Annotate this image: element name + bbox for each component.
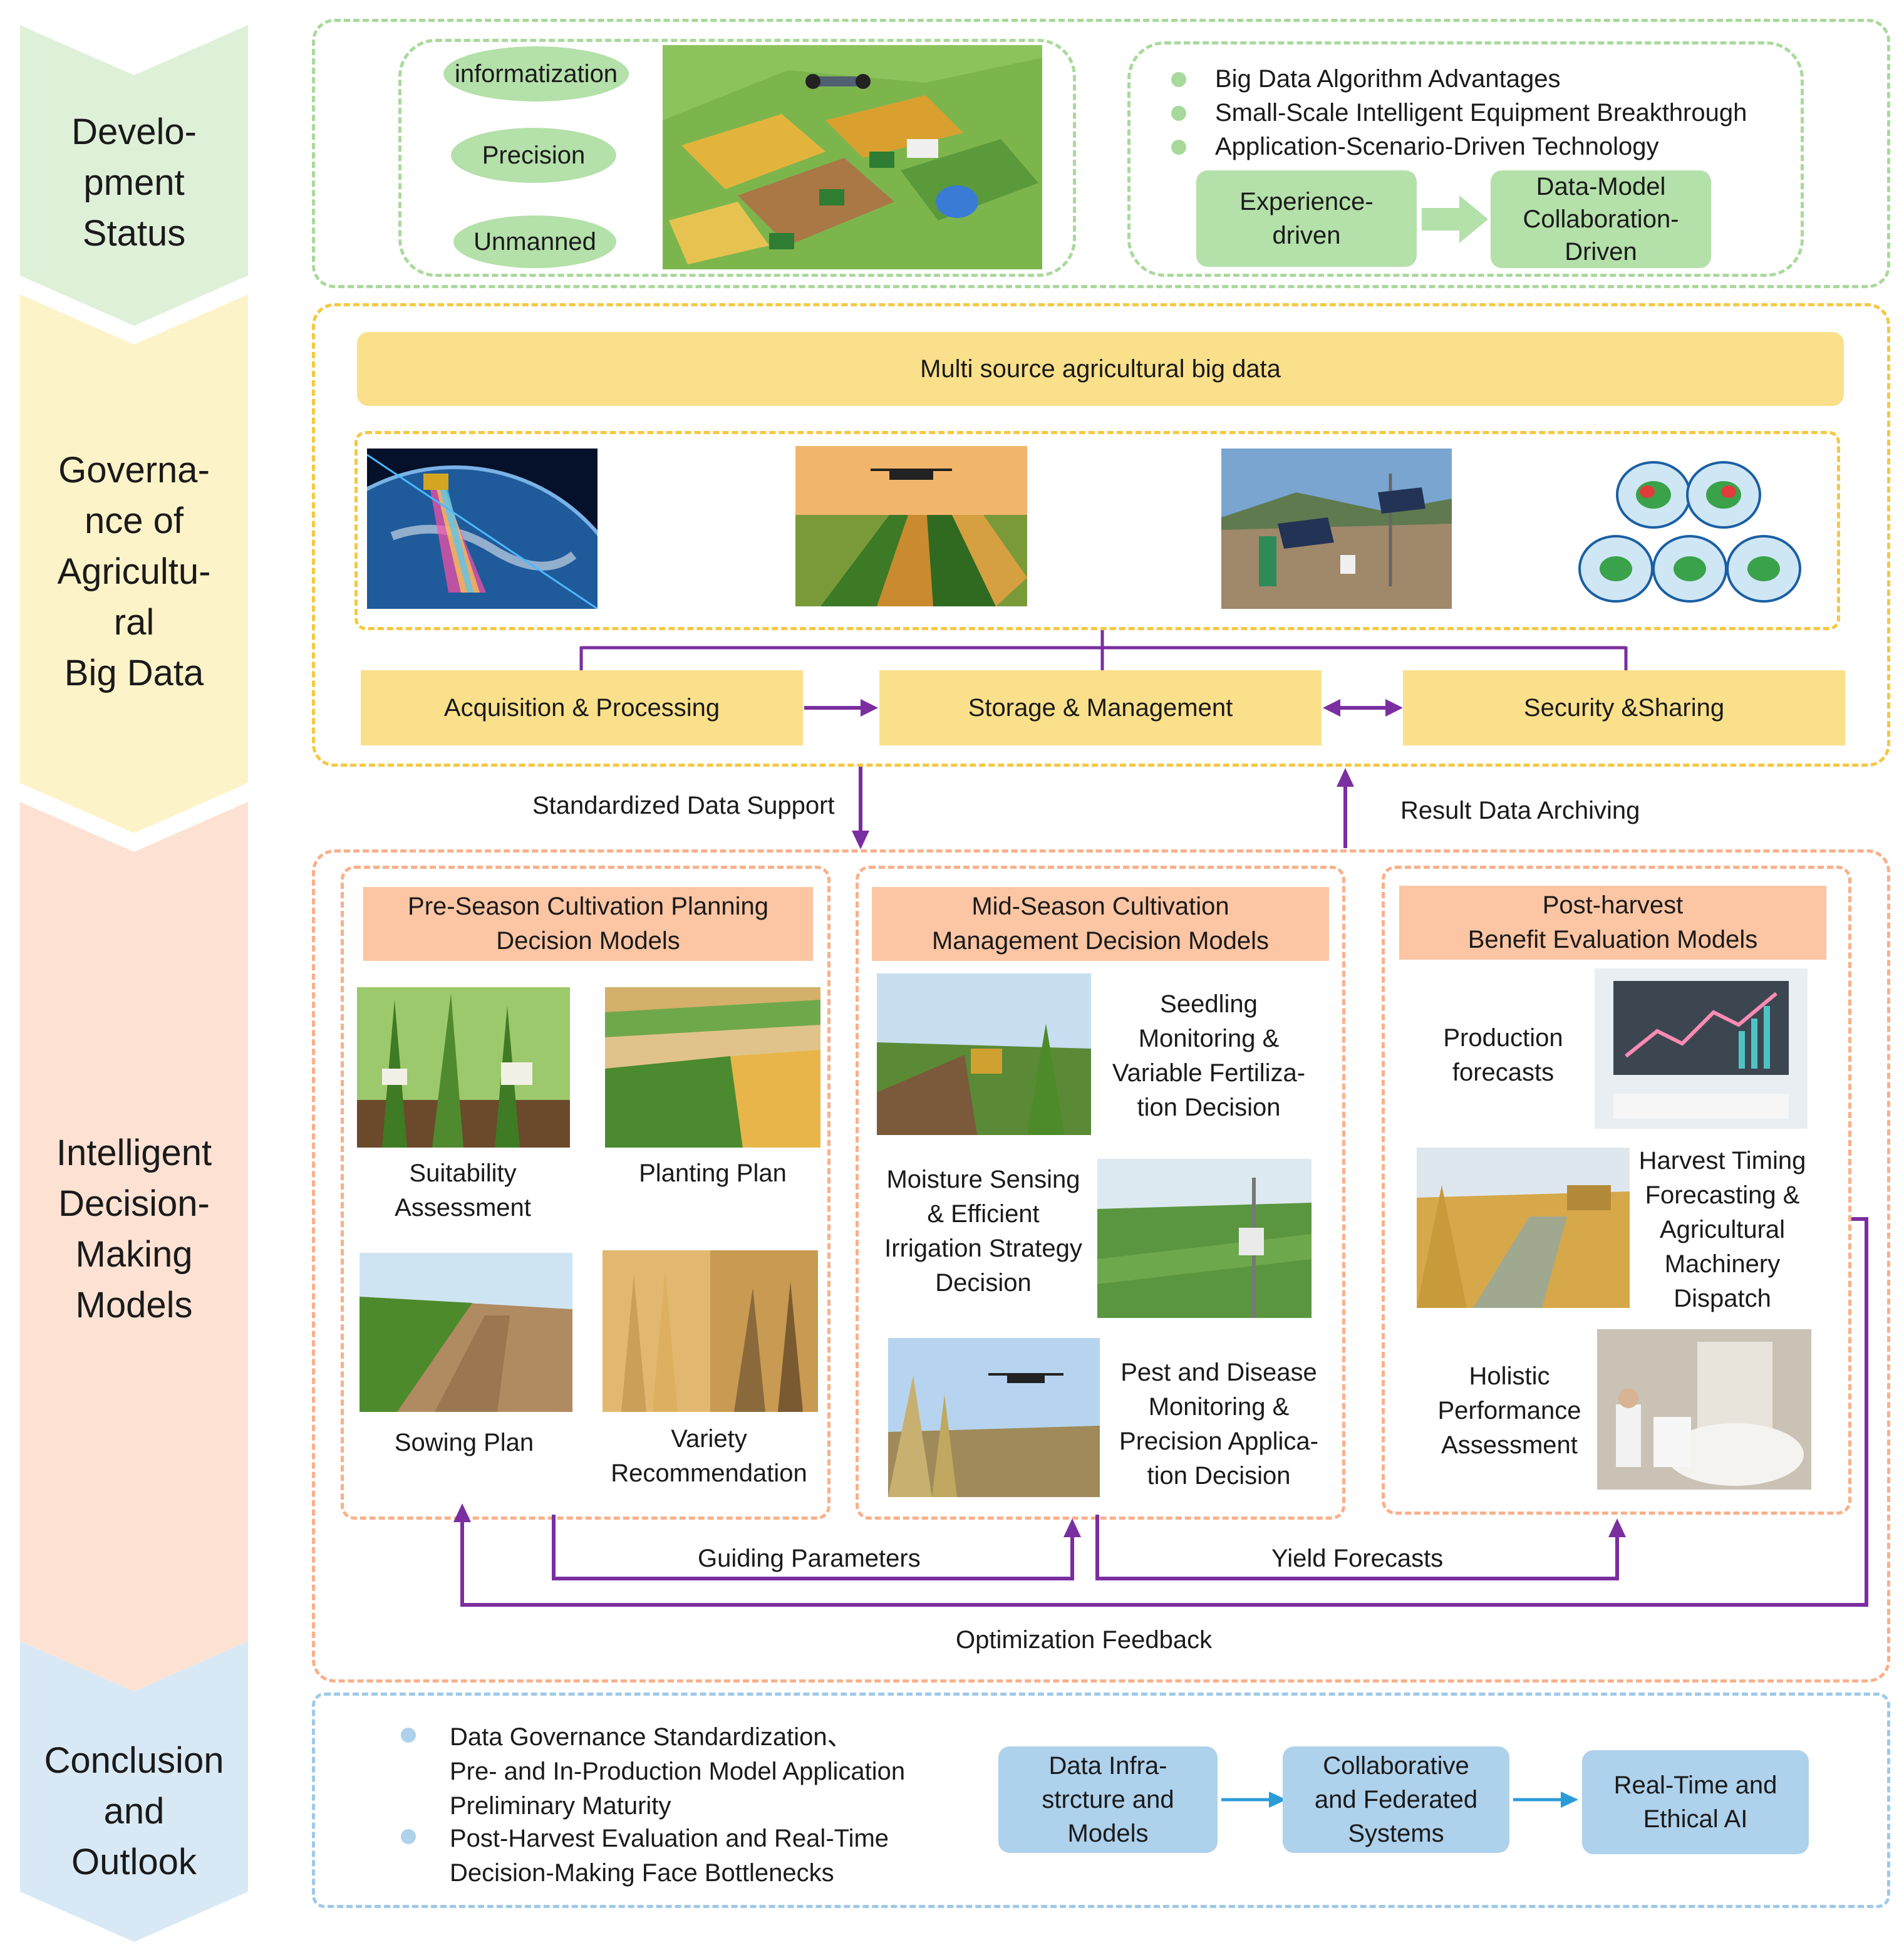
stage-acquisition: Acquisition & Processing xyxy=(361,670,803,745)
sidebar-development-status: Develo- pment Status xyxy=(20,25,248,326)
mid-season-panel xyxy=(856,866,1345,1520)
conclusion-bullet-2: Post-Harvest Evaluation and Real-Time De… xyxy=(401,1822,889,1890)
label-optimization-feedback: Optimization Feedback xyxy=(956,1626,1213,1654)
weather-station-icon xyxy=(1221,449,1452,609)
label-planting-plan: Planting Plan xyxy=(639,1159,787,1187)
moisture-photo xyxy=(1097,1159,1312,1318)
stage-security: Security &Sharing xyxy=(1403,670,1845,745)
bullet-dot-icon xyxy=(401,1829,416,1844)
label-harvest-timing: Harvest Timing Forecasting & Agricultura… xyxy=(1638,1147,1806,1312)
label-seedling: Seedling Monitoring & Variable Fertiliza… xyxy=(1112,990,1306,1121)
sidebar-intelligent-models: Intelligent Decision- Making Models xyxy=(20,802,248,1691)
bullet-small-scale: Small-Scale Intelligent Equipment Breakt… xyxy=(1171,99,1747,127)
right-arrow-icon xyxy=(1422,195,1488,243)
bullet-dot-icon xyxy=(1171,139,1186,155)
label-guiding-parameters: Guiding Parameters xyxy=(698,1545,921,1572)
sidebar-label-models: Intelligent Decision- Making Models xyxy=(56,1133,212,1325)
label-suitability: Suitability Assessment xyxy=(395,1159,531,1221)
conclusion-bullet-text: Post-Harvest Evaluation and Real-Time De… xyxy=(450,1825,889,1887)
data-sources-panel xyxy=(354,431,1840,630)
pre-season-title: Pre-Season Cultivation Planning Decision… xyxy=(363,887,813,961)
smart-farm-illustration xyxy=(663,45,1042,269)
label-result-data-archiving: Result Data Archiving xyxy=(1400,797,1640,824)
development-left-panel xyxy=(398,39,1076,277)
pill-informatization: informatization xyxy=(443,46,629,101)
step-real-time-ai: Real-Time and Ethical AI xyxy=(1582,1750,1809,1854)
drone-field-icon xyxy=(795,446,1027,606)
label-standardized-data-support: Standardized Data Support xyxy=(532,792,835,819)
label-yield-forecasts: Yield Forecasts xyxy=(1271,1545,1444,1572)
seedling-photo xyxy=(877,973,1091,1135)
bullet-dot-icon xyxy=(1171,105,1186,121)
conclusion-bullet-text: Data Governance Standardization、 Pre- an… xyxy=(450,1723,906,1820)
data-model-driven-box: Data-Model Collaboration- Driven xyxy=(1491,170,1711,268)
step-data-infrastructure: Data Infra- strcture and Models xyxy=(998,1746,1218,1853)
development-right-panel xyxy=(1127,41,1804,277)
sidebar-conclusion: Conclusion and Outlook xyxy=(20,1641,248,1942)
bullet-dot-icon xyxy=(1171,71,1186,87)
conclusion-bullet-1: Data Governance Standardization、 Pre- an… xyxy=(401,1720,905,1823)
harvest-timing-photo xyxy=(1417,1148,1630,1308)
sidebar-governance: Governa- nce of Agricultu- ral Big Data xyxy=(20,294,248,833)
model-flow-arrows xyxy=(453,1217,1868,1607)
post-harvest-panel xyxy=(1382,866,1851,1515)
step-collaborative-systems: Collaborative and Federated Systems xyxy=(1283,1746,1509,1853)
stage-storage: Storage & Management xyxy=(879,670,1322,745)
variety-photo xyxy=(603,1250,818,1412)
label-moisture: Moisture Sensing & Efficient Irrigation … xyxy=(884,1166,1082,1297)
right-arrow-icon xyxy=(1221,1792,1286,1808)
holistic-photo xyxy=(1597,1329,1811,1490)
bullet-text: Application-Scenario-Driven Technology xyxy=(1215,133,1659,160)
label-pest: Pest and Disease Monitoring & Precision … xyxy=(1119,1359,1318,1490)
satellite-icon xyxy=(367,449,598,609)
bullet-text: Small-Scale Intelligent Equipment Breakt… xyxy=(1215,99,1747,127)
pest-photo xyxy=(888,1338,1100,1497)
experience-driven-box: Experience- driven xyxy=(1196,170,1417,267)
pill-unmanned: Unmanned xyxy=(453,215,616,268)
development-section xyxy=(312,19,1890,288)
governance-connectors xyxy=(579,630,1628,849)
label-sowing-plan: Sowing Plan xyxy=(394,1429,534,1456)
pill-precision: Precision xyxy=(451,128,616,183)
mid-season-title: Mid-Season Cultivation Management Decisi… xyxy=(872,887,1329,961)
label-variety: Variety Recommendation xyxy=(611,1425,807,1487)
label-holistic: Holistic Performance Assessment xyxy=(1437,1362,1581,1459)
bullet-dot-icon xyxy=(401,1728,416,1743)
bullet-big-data: Big Data Algorithm Advantages xyxy=(1171,65,1560,93)
conclusion-section xyxy=(312,1693,1890,1908)
planting-plan-photo xyxy=(605,987,820,1148)
bullet-application: Application-Scenario-Driven Technology xyxy=(1171,133,1659,161)
label-production-forecasts: Production forecasts xyxy=(1443,1024,1563,1086)
sidebar-label-conclusion: Conclusion and Outlook xyxy=(44,1740,224,1882)
production-forecast-photo xyxy=(1595,968,1808,1129)
sowing-plan-photo xyxy=(360,1253,572,1412)
right-arrow-icon xyxy=(1513,1792,1578,1808)
sidebar-label-development: Develo- pment Status xyxy=(71,112,197,254)
sidebar-label-governance: Governa- nce of Agricultu- ral Big Data xyxy=(57,450,211,693)
climate-maps-icon xyxy=(1578,457,1804,608)
pre-season-panel xyxy=(341,866,830,1520)
bullet-text: Big Data Algorithm Advantages xyxy=(1215,65,1561,93)
models-section xyxy=(312,849,1890,1683)
post-harvest-title: Post-harvest Benefit Evaluation Models xyxy=(1399,886,1826,960)
multi-source-header: Multi source agricultural big data xyxy=(357,332,1844,406)
suitability-photo xyxy=(357,987,570,1148)
governance-section xyxy=(312,303,1890,767)
